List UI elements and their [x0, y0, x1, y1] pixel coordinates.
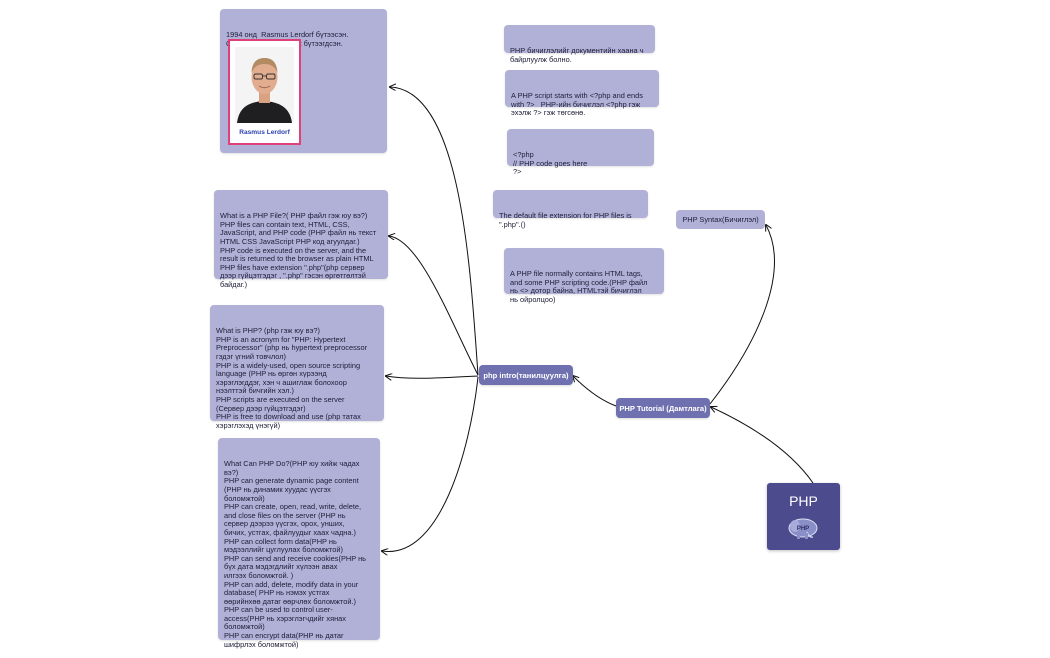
svg-text:PHP: PHP: [797, 526, 809, 532]
script-tags-text: A PHP script starts with <?php and ends …: [511, 91, 643, 118]
syntax-node[interactable]: PHP Syntax(Бичиглэл): [676, 210, 765, 229]
php-root-node[interactable]: PHP PHP: [767, 483, 840, 550]
edge-tutorial-intro: [573, 376, 617, 407]
root-title: PHP: [789, 493, 818, 509]
php-file-text: What is a PHP File?( PHP файл гэж юу вэ?…: [220, 211, 377, 289]
intro-node-label: php intro(танилцуулга): [483, 370, 569, 380]
php-elephant-logo-icon: PHP: [788, 518, 818, 539]
code-sample-card[interactable]: <?php // PHP code goes here ?>: [507, 129, 654, 176]
contains-html-text: A PHP file normally contains HTML tags, …: [510, 269, 648, 304]
rasmus-lerdorf-photo: Rasmus Lerdorf: [228, 39, 301, 145]
what-is-php-card[interactable]: What is PHP? (php гэж юу вэ?) PHP is an …: [210, 305, 384, 430]
extension-text: The default file extension for PHP files…: [499, 211, 632, 229]
edge-intro-history: [390, 87, 479, 376]
what-can-php-do-card[interactable]: What Can PHP Do?(PHP юу хийж чадах вэ?) …: [218, 438, 380, 648]
tutorial-node[interactable]: PHP Tutorial (Дамтлага): [616, 398, 710, 418]
portrait-image: [235, 47, 294, 123]
edge-intro-can-do: [382, 376, 479, 552]
extension-card[interactable]: The default file extension for PHP files…: [493, 190, 648, 229]
doc-anywhere-card[interactable]: PHP бичиглэлийг документийн хаана ч байр…: [504, 25, 655, 64]
doc-anywhere-text: PHP бичиглэлийг документийн хаана ч байр…: [510, 46, 644, 64]
code-sample-text: <?php // PHP code goes here ?>: [513, 150, 588, 177]
edge-root-tutorial: [711, 407, 814, 484]
what-is-php-text: What is PHP? (php гэж юу вэ?) PHP is an …: [216, 326, 368, 430]
edge-intro-php-file: [389, 236, 479, 376]
php-file-card[interactable]: What is a PHP File?( PHP файл гэж юу вэ?…: [214, 190, 388, 289]
tutorial-node-label: PHP Tutorial (Дамтлага): [619, 403, 707, 413]
syntax-node-label: PHP Syntax(Бичиглэл): [682, 215, 759, 224]
edge-intro-what-is: [386, 376, 479, 378]
photo-caption: Rasmus Lerdorf: [239, 129, 290, 137]
what-can-php-do-text: What Can PHP Do?(PHP юу хийж чадах вэ?) …: [224, 459, 366, 649]
contains-html-card[interactable]: A PHP file normally contains HTML tags, …: [504, 248, 664, 304]
history-card[interactable]: 1994 онд Rasmus Lerdorf бүтээсэн. С хэлэ…: [220, 9, 387, 153]
intro-node[interactable]: php intro(танилцуулга): [479, 365, 573, 385]
script-tags-card[interactable]: A PHP script starts with <?php and ends …: [505, 70, 659, 117]
edge-tutorial-syntax: [709, 225, 775, 405]
